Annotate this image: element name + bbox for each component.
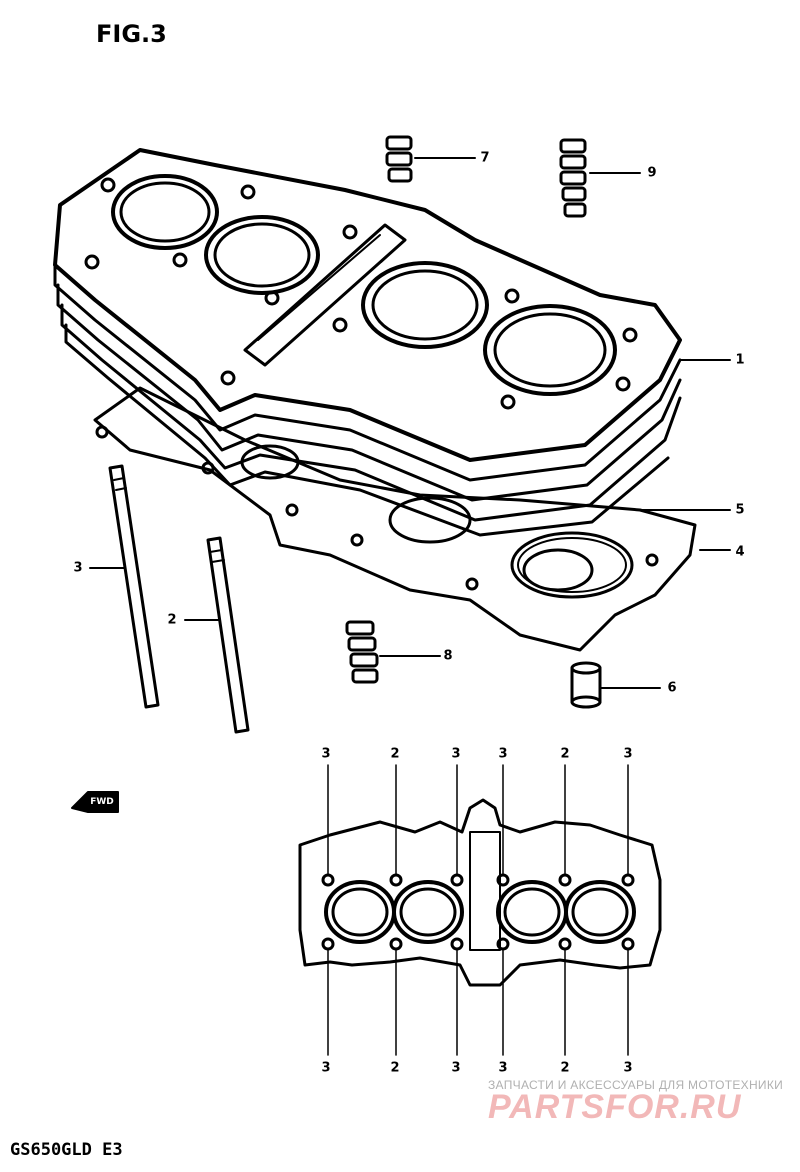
callout-3: 3 (73, 560, 83, 576)
stud-map-bottom-4: 3 (498, 1060, 508, 1076)
stud-map-bottom-2: 2 (390, 1060, 400, 1076)
callout-6: 6 (667, 680, 677, 696)
stud-map-bottom-5: 2 (560, 1060, 570, 1076)
stud-map-top-5: 2 (560, 746, 570, 762)
callout-7: 7 (480, 150, 490, 166)
fwd-arrow-icon (71, 791, 119, 813)
callout-2: 2 (167, 612, 177, 628)
cylinder-block (53, 148, 682, 537)
callout-5: 5 (735, 502, 745, 518)
model-code: GS650GLD E3 (10, 1140, 123, 1160)
leader-lines (89, 157, 731, 689)
stud-map-top-6: 3 (623, 746, 633, 762)
figure-title: FIG.3 (96, 20, 167, 48)
fwd-label: FWD (90, 797, 114, 807)
callout-8: 8 (443, 648, 453, 664)
callout-4: 4 (735, 544, 745, 560)
dowel-pin (570, 661, 602, 709)
base-gasket (93, 386, 697, 652)
stud-short (206, 536, 250, 734)
stud-map-top-4: 3 (498, 746, 508, 762)
watermark-logo: PARTSFOR.RU (488, 1088, 742, 1126)
stud-map-top-1: 3 (321, 746, 331, 762)
plan-view (298, 764, 662, 1056)
callout-9: 9 (647, 165, 657, 181)
stud-map-top-3: 3 (451, 746, 461, 762)
damper-rubber-9 (559, 138, 587, 218)
o-ring (510, 531, 634, 599)
watermark-caption: ЗАПЧАСТИ И АКСЕССУАРЫ ДЛЯ МОТОТЕХНИКИ (488, 1078, 784, 1092)
callout-1: 1 (735, 352, 745, 368)
stud-map-bottom-1: 3 (321, 1060, 331, 1076)
damper-rubber-8 (345, 620, 379, 684)
damper-rubber-7 (385, 135, 413, 183)
stud-map-bottom-6: 3 (623, 1060, 633, 1076)
stud-map-bottom-3: 3 (451, 1060, 461, 1076)
stud-map-top-2: 2 (390, 746, 400, 762)
stud-long (108, 464, 160, 709)
